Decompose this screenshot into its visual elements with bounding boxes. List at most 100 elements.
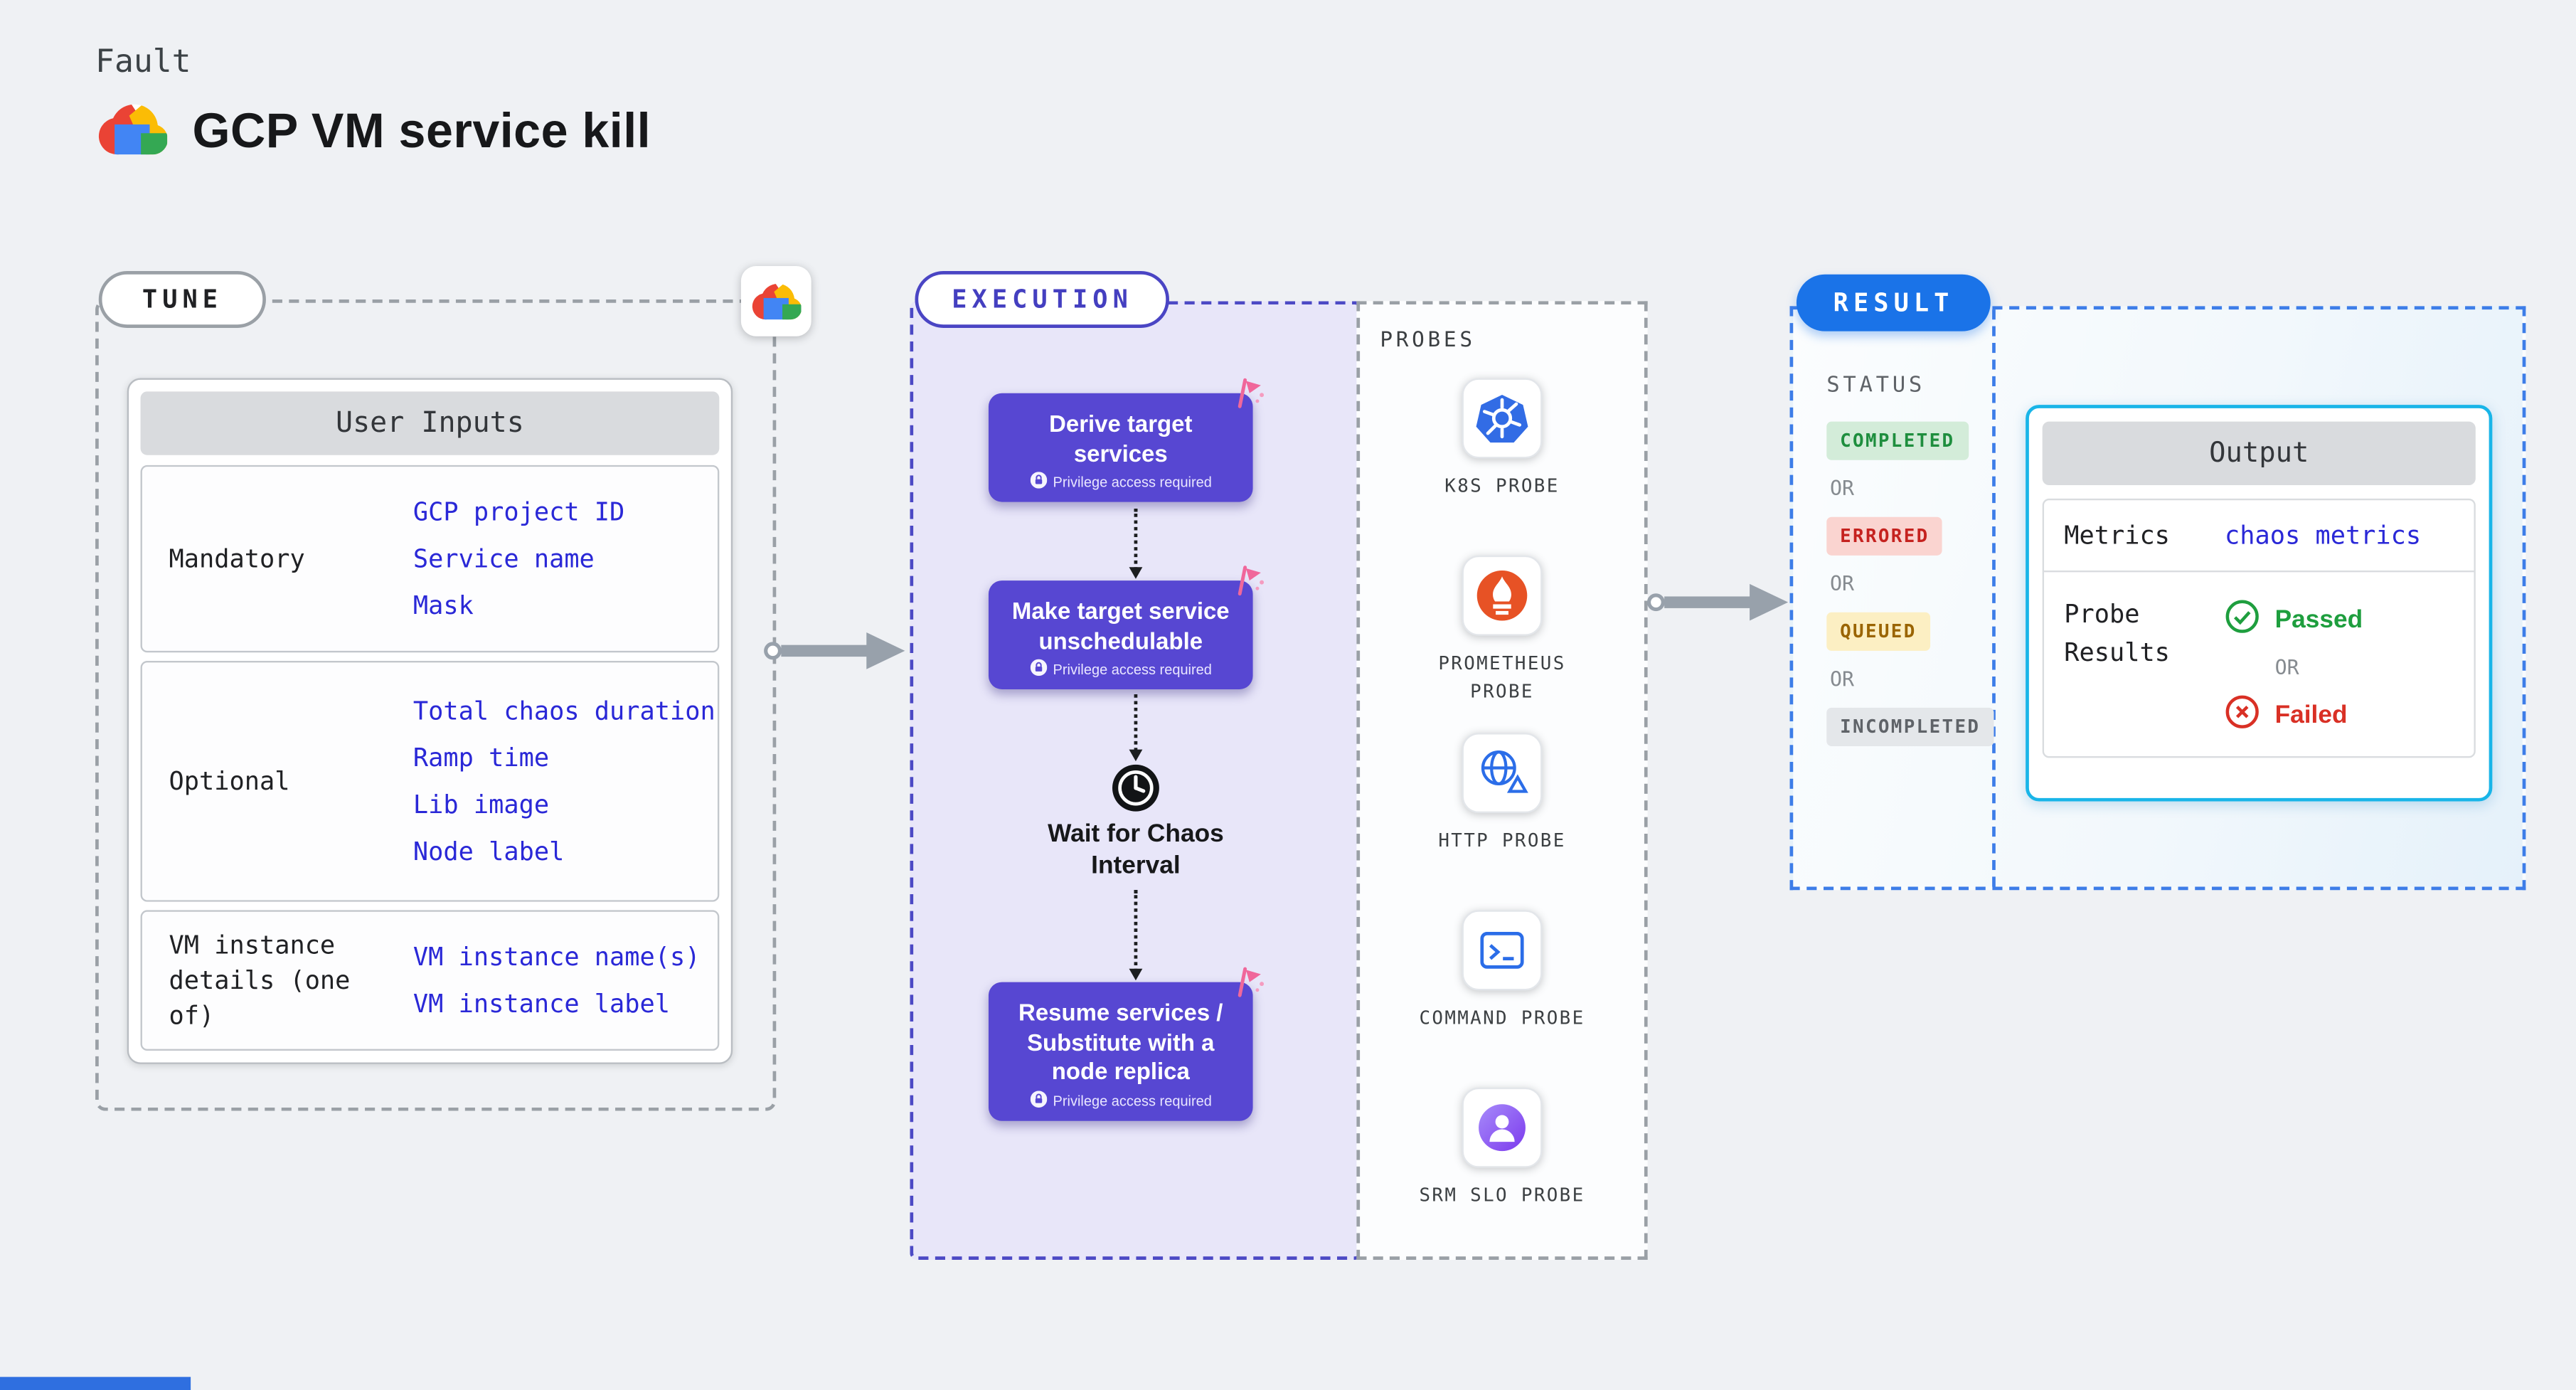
flow-arrow-tune-to-execution (762, 627, 910, 674)
input-link-vm-instance-names[interactable]: VM instance name(s) (413, 942, 701, 972)
lock-icon (1029, 1090, 1047, 1110)
result-region: RESULT STATUS COMPLETED OR ERRORED OR QU… (1789, 274, 2526, 891)
check-circle-icon (2225, 599, 2260, 641)
probe-name: HTTP PROBE (1438, 829, 1566, 852)
failed-label: Failed (2274, 701, 2348, 730)
group-label: Optional (169, 765, 290, 796)
page-title: GCP VM service kill (192, 105, 651, 159)
group-label: Mandatory (169, 543, 305, 573)
group-items: GCP project ID Service name Mask (393, 467, 718, 651)
clock-icon (1111, 763, 1161, 813)
srm-slo-probe-icon (1462, 1087, 1543, 1168)
flow-connector (1129, 890, 1143, 981)
group-items: Total chaos duration Ramp time Lib image… (393, 662, 718, 900)
input-link-mask[interactable]: Mask (413, 590, 474, 621)
step-resume-services: Resume services / Substitute with a node… (988, 967, 1265, 1120)
step-derive-target-services: Derive target services Privilege access … (988, 378, 1265, 502)
step-wait-for-chaos-interval: Wait for Chaos Interval (1048, 819, 1224, 880)
status-badge-completed: COMPLETED (1826, 421, 1969, 460)
user-inputs-card: User Inputs Mandatory GCP project ID Ser… (127, 378, 733, 1064)
status-badge-queued: QUEUED (1826, 612, 1930, 651)
input-link-lib-image[interactable]: Lib image (413, 790, 550, 820)
status-badge-incompleted: INCOMPLETED (1826, 707, 1994, 746)
passed-label: Passed (2274, 605, 2363, 635)
probe-item-k8s: K8S PROBE (1418, 378, 1585, 556)
privilege-note-text: Privilege access required (1053, 473, 1212, 491)
flow-arrow-execution-to-result (1646, 579, 1793, 626)
prometheus-probe-icon (1462, 555, 1543, 636)
input-group-mandatory: Mandatory GCP project ID Service name Ma… (140, 465, 720, 653)
or-label: OR (1829, 572, 1854, 596)
probe-results-label: Probe Results (2064, 598, 2170, 667)
or-label: OR (2274, 655, 2299, 679)
status-title: STATUS (1826, 373, 1925, 398)
step-title: Resume services / Substitute with a node… (1018, 999, 1223, 1085)
probe-name: PROMETHEUS PROBE (1438, 652, 1566, 703)
output-header: Output (2042, 421, 2476, 486)
bottom-edge-strip (0, 1376, 191, 1390)
step-title: Derive target services (1049, 410, 1193, 467)
probe-name: K8S PROBE (1444, 474, 1560, 497)
metrics-label: Metrics (2064, 520, 2170, 551)
execution-pill: EXECUTION (915, 271, 1170, 328)
probe-name: SRM SLO PROBE (1419, 1184, 1585, 1206)
failed-line: Failed (2225, 694, 2363, 736)
gcp-logo-icon (97, 100, 168, 166)
output-card: Output Metrics chaos metrics Probe Resul… (2026, 405, 2493, 802)
tune-pill: TUNE (98, 271, 267, 328)
probe-item-prometheus: PROMETHEUS PROBE (1418, 555, 1585, 733)
group-label: VM instance details (one of) (169, 929, 351, 1030)
or-label: OR (1829, 667, 1854, 691)
input-link-service-name[interactable]: Service name (413, 543, 595, 574)
metrics-row: Metrics chaos metrics (2044, 500, 2474, 573)
output-body: Metrics chaos metrics Probe Results (2042, 498, 2476, 758)
probes-region: PROBES (1356, 301, 1648, 1260)
privilege-note-text: Privilege access required (1053, 1091, 1212, 1109)
user-inputs-header: User Inputs (140, 391, 720, 455)
result-pill: RESULT (1796, 274, 1991, 331)
probe-list: K8S PROBE PROMETHEUS PROBE (1360, 378, 1644, 1266)
input-link-ramp-time[interactable]: Ramp time (413, 743, 550, 773)
probes-label: PROBES (1380, 326, 1476, 351)
privilege-note-text: Privilege access required (1053, 661, 1212, 678)
flag-icon (1233, 562, 1267, 597)
privilege-note: Privilege access required (989, 1090, 1253, 1110)
passed-line: Passed (2225, 599, 2363, 641)
step-title: Make target service unschedulable (1011, 597, 1230, 654)
status-badge-errored: ERRORED (1826, 516, 1943, 556)
probe-item-http: HTTP PROBE (1418, 733, 1585, 910)
or-label: OR (1829, 477, 1854, 501)
input-link-gcp-project-id[interactable]: GCP project ID (413, 497, 625, 527)
gcp-corner-logo-icon (740, 265, 811, 336)
x-circle-icon (2225, 694, 2260, 736)
chaos-metrics-link[interactable]: chaos metrics (2225, 520, 2422, 551)
status-column: STATUS COMPLETED OR ERRORED OR QUEUED OR… (1793, 309, 1996, 887)
http-probe-icon (1462, 733, 1543, 814)
step-make-target-unschedulable: Make target service unschedulable Privil… (988, 566, 1265, 689)
flag-icon (1233, 964, 1267, 999)
privilege-note: Privilege access required (989, 659, 1253, 679)
input-link-vm-instance-label[interactable]: VM instance label (413, 988, 671, 1019)
input-link-total-chaos-duration[interactable]: Total chaos duration (413, 696, 715, 726)
lock-icon (1029, 472, 1047, 492)
probe-results-row: Probe Results Passed OR (2044, 572, 2474, 756)
flow-connector (1129, 508, 1143, 579)
page-kicker: Fault (95, 43, 191, 80)
input-group-vm-instance: VM instance details (one of) VM instance… (140, 910, 720, 1051)
group-items: VM instance name(s) VM instance label (393, 912, 718, 1049)
page-title-row: GCP VM service kill (97, 100, 651, 166)
flag-icon (1233, 375, 1267, 410)
k8s-probe-icon (1462, 378, 1543, 459)
execution-region: EXECUTION Derive target services Privile… (910, 271, 1362, 1260)
probe-name: COMMAND PROBE (1419, 1007, 1585, 1029)
probe-item-command: COMMAND PROBE (1418, 910, 1585, 1087)
probe-results-values: Passed OR Failed (2225, 595, 2363, 736)
tune-region: TUNE User Inputs Mandatory GCP project I… (95, 265, 811, 1111)
privilege-note: Privilege access required (989, 472, 1253, 492)
lock-icon (1029, 659, 1047, 679)
command-probe-icon (1462, 910, 1543, 991)
flow-connector (1129, 694, 1143, 762)
input-link-node-label[interactable]: Node label (413, 836, 565, 867)
input-group-optional: Optional Total chaos duration Ramp time … (140, 661, 720, 902)
